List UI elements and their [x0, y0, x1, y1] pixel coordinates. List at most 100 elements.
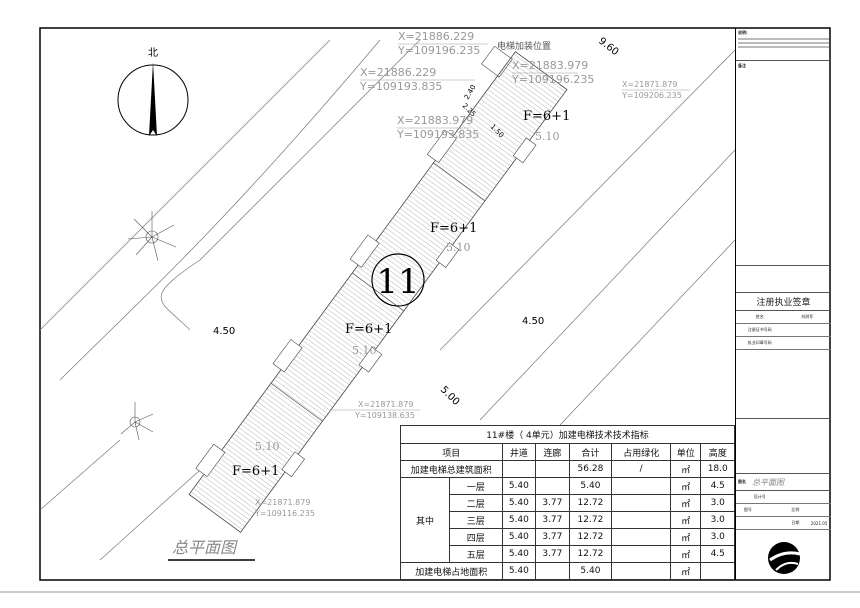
cell: ㎡	[670, 511, 702, 529]
coord-y: Y=109196.235	[397, 44, 480, 57]
height-label: 5.10	[352, 344, 377, 357]
company-logo	[736, 530, 831, 577]
building-11	[188, 45, 568, 533]
dimension: 4.50	[213, 326, 235, 337]
coord-x: X=21871.879	[255, 498, 310, 507]
notes-label: 说明:	[738, 30, 748, 35]
header-cell: 项目	[400, 443, 503, 461]
seal-label: 执业印章号码	[747, 340, 772, 345]
drawing-name-row: 图名 总平面图	[736, 474, 831, 491]
cell: 18.0	[700, 460, 735, 478]
coord-x: X=21883.979	[397, 114, 473, 127]
cell: ㎡	[670, 477, 702, 495]
elevator-index-table: 11#楼（ 4单元）加建电梯技术技术指标 项目 井道 连廊 合计 占用绿化 单位…	[400, 425, 735, 580]
seal-title: 注册执业签章	[736, 293, 831, 311]
table-row: 加建电梯总建筑面积 56.28 / ㎡ 18.0	[400, 460, 735, 478]
cell	[611, 494, 672, 512]
floor-label: F=6+1	[345, 322, 392, 337]
elevator-location-label: 电梯加装位置	[497, 40, 551, 52]
remarks-label: 备注	[738, 63, 746, 68]
cell: ㎡	[670, 528, 702, 546]
design-no-label: 设计号	[753, 494, 766, 499]
name-label: 姓名	[755, 314, 764, 319]
header-cell: 高度	[700, 443, 735, 461]
cell: 12.72	[568, 494, 613, 512]
cell: /	[611, 460, 672, 478]
cell: 5.40	[501, 477, 537, 495]
tree-icon	[120, 402, 154, 441]
coord-x: X=21886.229	[360, 66, 436, 79]
date-label: 日期	[791, 520, 800, 525]
cell: 5.40	[501, 528, 537, 546]
cell: ㎡	[670, 545, 702, 563]
title-block: 说明: 备注 注册执业签章 姓名 刘树军 注册证书号码 执业印章号码 图名 总平面…	[735, 28, 831, 580]
cell: 二层	[449, 494, 503, 512]
height-label: 5.10	[255, 440, 280, 453]
table-row: 三层 5.40 3.77 12.72 ㎡ 3.0	[401, 511, 735, 529]
cell	[535, 460, 570, 478]
cell: 3.0	[700, 511, 735, 529]
height-label: 5.10	[446, 241, 471, 254]
cert-label: 注册证书号码	[747, 327, 772, 332]
project-section	[736, 419, 831, 474]
floor-label: F=6+1	[523, 109, 570, 124]
coord-y: Y=109206.235	[621, 91, 682, 100]
name-value: 刘树军	[801, 314, 814, 319]
table-row: 加建电梯占地面积 5.40 5.40 ㎡	[400, 562, 735, 580]
cell	[535, 477, 570, 495]
header-cell: 单位	[670, 443, 702, 461]
plan-title: 总平面图	[172, 538, 238, 557]
cell: 4.5	[700, 545, 735, 563]
cert-row: 注册证书号码	[736, 324, 831, 337]
logo-icon	[767, 542, 800, 574]
header-cell: 连廊	[535, 443, 570, 461]
cell: 加建电梯总建筑面积	[400, 460, 503, 478]
cell: 12.72	[568, 528, 613, 546]
cell: 3.77	[535, 545, 570, 563]
cell	[611, 528, 672, 546]
notes-section: 说明:	[736, 28, 831, 61]
cell: 12.72	[568, 511, 613, 529]
cell: 3.77	[535, 511, 570, 529]
cell	[535, 562, 570, 580]
cell: 五层	[449, 545, 503, 563]
coord-y: Y=109138.635	[354, 411, 415, 420]
cell	[611, 511, 672, 529]
cell: 3.77	[535, 494, 570, 512]
cell: 加建电梯占地面积	[400, 562, 503, 580]
table-title: 11#楼（ 4单元）加建电梯技术技术指标	[400, 425, 735, 444]
cell: 5.40	[501, 562, 537, 580]
date-value: 2021.05	[810, 520, 828, 526]
header-cell: 井道	[501, 443, 537, 461]
cell: 3.0	[700, 494, 735, 512]
coord-y: Y=109193.835	[359, 80, 442, 93]
drawing-name: 总平面图	[752, 477, 784, 487]
cell: 3.0	[700, 528, 735, 546]
tree-icon	[127, 211, 177, 262]
header-cell: 占用绿化	[611, 443, 672, 461]
coord-x: X=21871.879	[358, 400, 413, 409]
coord-y: Y=109196.235	[511, 73, 594, 86]
table-header-row: 项目 井道 连廊 合计 占用绿化 单位 高度	[400, 443, 735, 461]
coord-y: Y=109116.235	[254, 509, 315, 518]
cell: 三层	[449, 511, 503, 529]
cell: 5.40	[501, 545, 537, 563]
cell: 5.40	[568, 477, 613, 495]
dimension: 5.00	[438, 384, 462, 408]
signatures	[736, 350, 831, 419]
project-code-section	[736, 266, 831, 293]
scale-label: 比例	[791, 507, 800, 512]
unit-number-marker: 11	[371, 253, 425, 307]
cell	[700, 562, 735, 580]
cell: ㎡	[670, 460, 702, 478]
north-arrow-icon: 北	[117, 47, 189, 136]
remarks-section: 备注	[736, 61, 831, 266]
group-cell: 其中	[400, 477, 450, 563]
floor-label: F=6+1	[232, 464, 279, 479]
cell	[611, 545, 672, 563]
elevator-shaft	[481, 45, 513, 78]
sheet-border	[39, 27, 831, 581]
cell	[501, 460, 537, 478]
coord-x: X=21883.979	[512, 59, 588, 72]
unit-number: 11	[376, 262, 419, 302]
